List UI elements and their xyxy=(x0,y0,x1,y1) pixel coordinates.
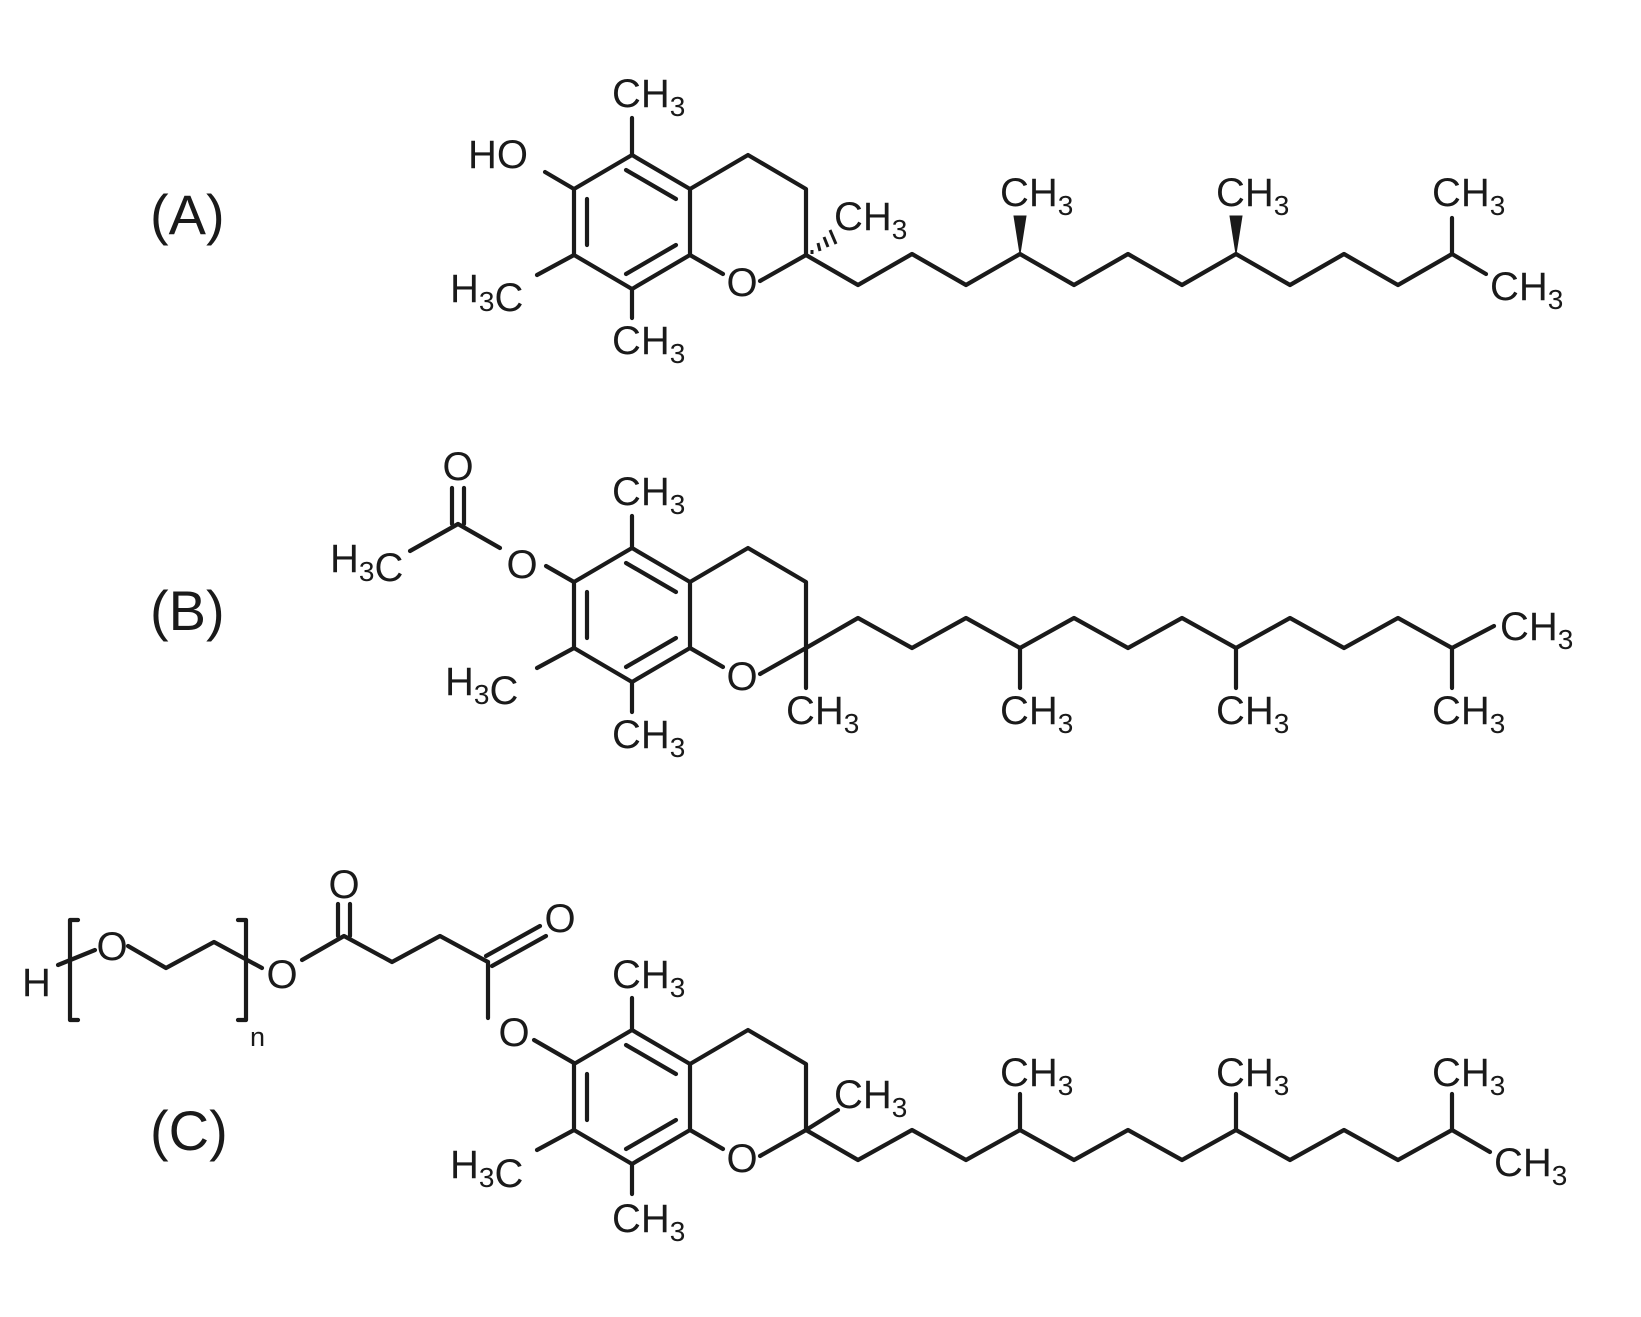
aromatic-double-bond xyxy=(623,167,679,202)
bonds-b xyxy=(407,485,1497,715)
ester-oxygen-label: O xyxy=(498,1011,529,1055)
phytyl-chain-c xyxy=(803,1127,1455,1163)
link-oxygen-label: O xyxy=(266,953,297,997)
chain-methyl-label-2: CH3 xyxy=(1216,1051,1289,1101)
structure-b: (B) O H3C O xyxy=(150,445,1573,763)
atom-labels-b: O H3C O O CH3 H3C CH3 CH3 CH3 CH3 CH3 CH… xyxy=(330,445,1573,763)
c7-methyl-label: H3C xyxy=(445,660,518,713)
ring-oxygen-label: O xyxy=(726,261,757,305)
terminal-methyl-bond xyxy=(1449,623,1497,651)
repeat-n-label: n xyxy=(250,1022,265,1052)
chain-methyl-label-2: CH3 xyxy=(1216,689,1289,739)
hydroxyl-label: HO xyxy=(468,133,528,177)
ring-oxygen-label: O xyxy=(726,655,757,699)
terminal-methyl-bond xyxy=(1449,251,1489,277)
terminal-methyl-label-2: CH3 xyxy=(1490,265,1563,315)
h-o-bond xyxy=(55,947,98,968)
repeat-bracket-right xyxy=(235,917,249,1023)
succinate-chain xyxy=(299,933,491,965)
ester-oxygen-label: O xyxy=(506,543,537,587)
bonds-c xyxy=(55,901,1493,1197)
c5-methyl-label: CH3 xyxy=(612,72,685,122)
c7-methyl-bond xyxy=(534,645,577,671)
c7-methyl-bond xyxy=(534,1127,577,1153)
c7-methyl-label: H3C xyxy=(450,267,523,320)
carbonyl-oxygen-label-1: O xyxy=(328,863,359,907)
aromatic-double-bond xyxy=(623,1117,679,1152)
c8-methyl-label: CH3 xyxy=(612,1197,685,1247)
ester-bond xyxy=(455,521,503,551)
phytyl-chain-a xyxy=(803,251,1455,288)
aromatic-double-bond xyxy=(623,242,679,277)
c2-methyl-bond xyxy=(803,1107,841,1133)
carbonyl-oxygen-label: O xyxy=(442,445,473,489)
panel-label-b: (B) xyxy=(150,579,225,642)
panel-label-c: (C) xyxy=(150,1099,228,1162)
stereo-wedge xyxy=(1013,215,1027,255)
c7-methyl-label: H3C xyxy=(450,1143,523,1196)
aromatic-double-bond xyxy=(623,560,679,595)
c8-methyl-label: CH3 xyxy=(612,319,685,369)
structure-a: (A) xyxy=(150,72,1563,369)
phytyl-chain-b xyxy=(803,615,1455,651)
aryl-o-bond xyxy=(531,1037,577,1066)
repeat-bracket-left xyxy=(67,917,81,1023)
chain-methyl-label-1: CH3 xyxy=(1000,1051,1073,1101)
c7-methyl-bond xyxy=(534,252,577,278)
terminal-methyl-label-1: CH3 xyxy=(1432,171,1505,221)
chain-methyl-label-1: CH3 xyxy=(1000,689,1073,739)
peg-backbone xyxy=(125,939,265,971)
structure-c: (C) xyxy=(22,863,1567,1247)
terminal-h-label: H xyxy=(22,961,51,1005)
terminal-methyl-label-2: CH3 xyxy=(1494,1141,1567,1191)
atom-labels-a: HO O CH3 H3C CH3 CH3 CH3 CH3 CH3 CH3 xyxy=(450,72,1563,369)
stereo-hash-a xyxy=(810,229,838,254)
peg-oxygen-label: O xyxy=(96,925,127,969)
c2-methyl-label: CH3 xyxy=(834,1073,907,1123)
bonds-a xyxy=(534,115,1489,321)
carbonyl-double-bond-2 xyxy=(489,933,549,969)
ring-o-bond xyxy=(687,252,726,277)
c8-methyl-label: CH3 xyxy=(612,713,685,763)
aromatic-double-bond xyxy=(623,1042,679,1077)
chain-methyl-label-2: CH3 xyxy=(1216,171,1289,221)
ring-oxygen-label: O xyxy=(726,1137,757,1181)
c2-methyl-label: CH3 xyxy=(834,195,907,245)
acetyl-methyl-bond xyxy=(407,521,461,554)
pyran-ring-c xyxy=(687,1027,809,1159)
panel-label-a: (A) xyxy=(150,183,225,246)
pyran-ring-a xyxy=(687,152,809,284)
atom-labels-c: H O n O O O O O CH3 H3C CH3 CH3 CH3 CH3 … xyxy=(22,863,1567,1247)
aromatic-double-bond xyxy=(623,635,679,670)
ring-o-bond xyxy=(687,1127,726,1152)
c5-methyl-label: CH3 xyxy=(612,470,685,520)
c5-methyl-label: CH3 xyxy=(612,953,685,1003)
terminal-methyl-label-2: CH3 xyxy=(1432,689,1505,739)
c2-methyl-label: CH3 xyxy=(786,689,859,739)
ester-o-bond xyxy=(543,563,577,585)
c6-oh-bond xyxy=(542,169,577,192)
terminal-methyl-label-1: CH3 xyxy=(1432,1051,1505,1101)
terminal-methyl-bond xyxy=(1449,1127,1493,1155)
chain-methyl-label-1: CH3 xyxy=(1000,171,1073,221)
acetyl-methyl-label: H3C xyxy=(330,537,403,590)
terminal-methyl-label-1: CH3 xyxy=(1500,605,1573,655)
stereo-wedge xyxy=(1229,215,1243,255)
carbonyl-double-bond-2 xyxy=(483,923,543,959)
carbonyl-oxygen-label-2: O xyxy=(544,897,575,941)
ring-o-bond xyxy=(687,645,726,670)
pyran-ring-b xyxy=(687,545,809,677)
